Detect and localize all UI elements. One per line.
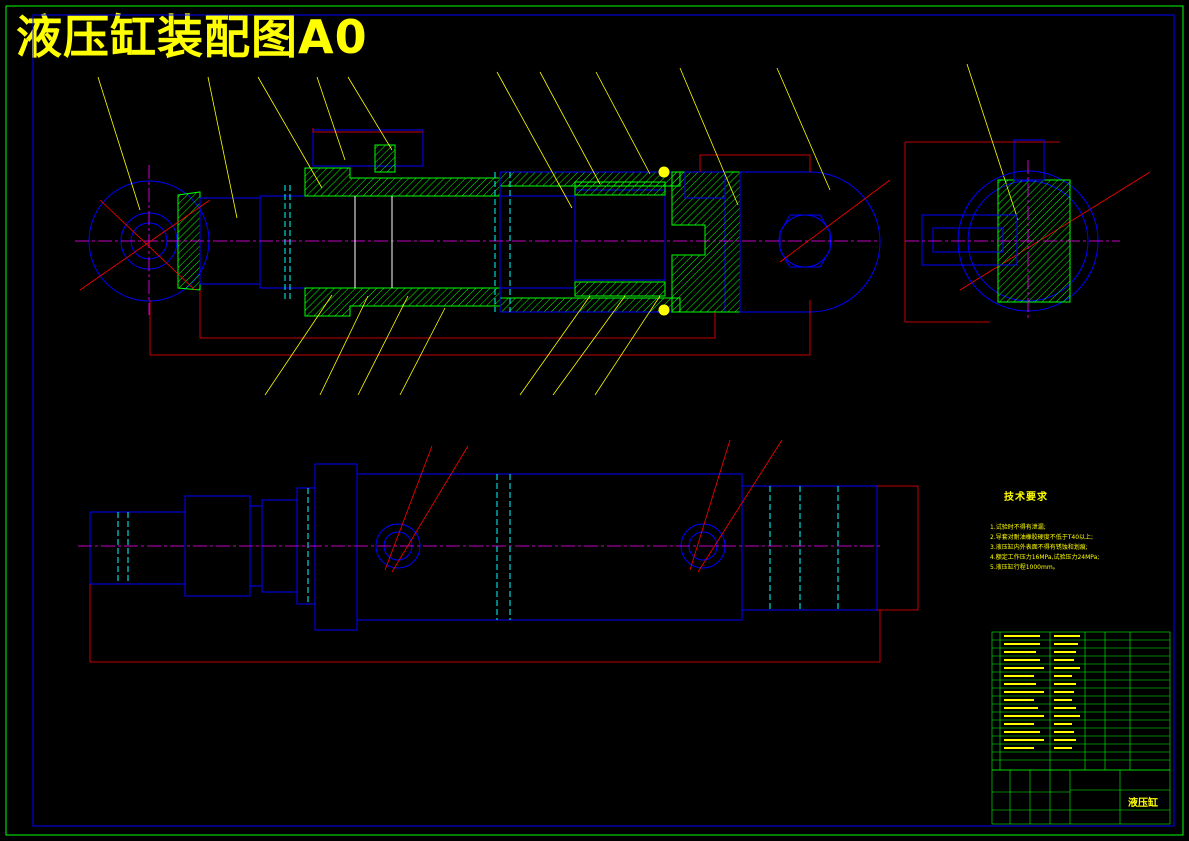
side-view: [921, 139, 1099, 312]
inner-frame: [32, 14, 1175, 827]
title-block-part-name: 液压缸: [1128, 798, 1158, 809]
parts-list-entries: [1004, 635, 1080, 749]
outer-frame: [5, 5, 1184, 836]
tech-requirement-2: 2.导套对耐油橡胶硬度不低于T40以上;: [990, 534, 1094, 541]
tech-requirement-1: 1.试验时不得有泄漏;: [990, 524, 1046, 531]
hidden-lines: [284, 172, 511, 312]
section-view: [88, 129, 881, 317]
plan-view: [89, 463, 878, 631]
parts-list: [991, 631, 1171, 771]
dimension-lines: [79, 128, 1151, 356]
technical-requirements: 技术要求 1.试验时不得有泄漏; 2.导套对耐油橡胶硬度不低于T40以上; 3.…: [990, 488, 1099, 573]
drawing-title: 液压缸装配图A0: [16, 10, 368, 64]
tech-requirement-4: 4.额定工作压力16MPa,试验压力24MPa;: [990, 554, 1100, 561]
tech-requirement-5: 5.液压缸行程1000mm。: [990, 564, 1059, 571]
leader-lines: [97, 63, 1019, 396]
tech-requirements-heading: 技术要求: [1004, 492, 1048, 503]
tech-requirement-3: 3.液压缸内外表面不得有锈蚀和划痕;: [990, 544, 1088, 551]
title-block: [991, 769, 1171, 825]
plan-dimensions: [89, 439, 919, 663]
